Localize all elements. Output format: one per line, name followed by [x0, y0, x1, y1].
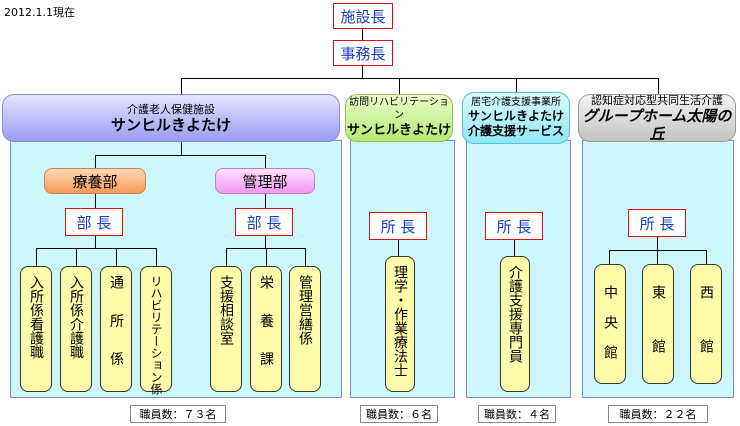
facility3-type: 居宅介護支援事業所 — [471, 97, 561, 108]
unit-consultation: 支援相談室 — [210, 266, 242, 392]
unit-label: 介護支援専門員 — [507, 265, 523, 363]
facility4-header: 認知症対応型共同生活介護 グループホーム太陽の丘 — [578, 93, 736, 143]
connector — [657, 237, 658, 250]
connector — [398, 240, 399, 256]
connector — [95, 194, 96, 208]
connector — [36, 248, 157, 249]
connector — [226, 248, 227, 266]
unit-care-manager: 介護支援専門員 — [500, 256, 530, 392]
connector — [116, 248, 117, 266]
connector — [36, 248, 37, 266]
director-box: 施設長 — [333, 3, 393, 29]
unit-east: 東館 — [642, 264, 674, 393]
facility1-header: 介護老人保健施設 サンヒルきよたけ — [2, 94, 340, 142]
facility1-type: 介護老人保健施設 — [127, 102, 215, 116]
facility2-staff-count: 職員数：６名 — [360, 405, 438, 423]
dept-admin: 管理部 — [215, 168, 315, 194]
facility4-staff-count: 職員数：２２名 — [608, 405, 708, 423]
connector — [265, 155, 266, 168]
unit-label: 東館 — [650, 285, 666, 393]
connector — [516, 78, 517, 94]
connector — [514, 240, 515, 256]
facility3-name: サンヒルきよたけ — [467, 109, 564, 123]
unit-daycare: 通 所 係 — [100, 266, 132, 392]
dept-care: 療養部 — [44, 168, 146, 194]
connector — [399, 78, 400, 94]
connector — [95, 155, 266, 156]
head-care: 部 長 — [65, 208, 123, 236]
unit-label: 栄 養 課 — [258, 275, 274, 376]
facility4-type: 認知症対応型共同生活介護 — [591, 93, 723, 107]
unit-west: 西館 — [690, 264, 722, 393]
date-label: 2012.1.1現在 — [4, 6, 75, 19]
connector — [156, 248, 157, 266]
unit-rehab: リハビリテーション係 — [140, 266, 172, 395]
connector — [706, 250, 707, 264]
facility2-head: 所 長 — [369, 212, 427, 240]
unit-label: 西館 — [698, 285, 714, 393]
unit-label: 理学・作業療法士 — [392, 265, 408, 377]
unit-central: 中央館 — [594, 264, 626, 384]
connector — [181, 78, 659, 79]
unit-maintenance: 管理営繕係 — [289, 266, 321, 392]
facility4-head: 所 長 — [628, 209, 686, 237]
connector — [95, 236, 96, 248]
unit-label: 入所係看護職 — [28, 275, 44, 359]
connector — [657, 250, 658, 264]
facility2-type: 訪問リハビリテーション — [349, 97, 449, 121]
connector — [362, 29, 363, 40]
facility2-name: サンヒルきよたけ — [346, 123, 451, 138]
office-manager-box: 事務長 — [333, 40, 393, 66]
connector — [658, 78, 659, 94]
connector — [609, 250, 610, 264]
connector — [265, 194, 266, 208]
connector — [266, 248, 267, 266]
facility1-staff-count: 職員数：７３名 — [130, 405, 226, 423]
unit-therapist: 理学・作業療法士 — [385, 256, 415, 392]
connector — [362, 66, 363, 78]
unit-nursing: 入所係看護職 — [20, 266, 52, 392]
facility3-staff-count: 職員数：４名 — [478, 405, 556, 423]
facility1-name: サンヒルきよたけ — [110, 115, 231, 134]
facility3-header: 居宅介護支援事業所 サンヒルきよたけ 介護支援サービス — [462, 92, 570, 144]
unit-label: 管理営繕係 — [297, 275, 313, 345]
head-admin: 部 長 — [235, 208, 293, 236]
unit-nutrition: 栄 養 課 — [250, 266, 282, 392]
connector — [265, 236, 266, 248]
unit-caregiving: 入所係介護職 — [60, 266, 92, 392]
facility3-head: 所 長 — [485, 212, 543, 240]
connector — [305, 248, 306, 266]
connector — [181, 142, 182, 155]
unit-label: 支援相談室 — [218, 275, 234, 345]
unit-label: 中央館 — [602, 285, 618, 375]
connector — [95, 155, 96, 168]
facility4-name: グループホーム太陽の丘 — [582, 106, 732, 143]
unit-label: リハビリテーション係 — [149, 275, 163, 395]
unit-label: 通 所 係 — [108, 275, 124, 376]
unit-label: 入所係介護職 — [68, 275, 84, 359]
facility2-header: 訪問リハビリテーション サンヒルきよたけ — [345, 94, 453, 142]
facility3-name2: 介護支援サービス — [467, 124, 564, 138]
connector — [76, 248, 77, 266]
connector — [181, 78, 182, 94]
